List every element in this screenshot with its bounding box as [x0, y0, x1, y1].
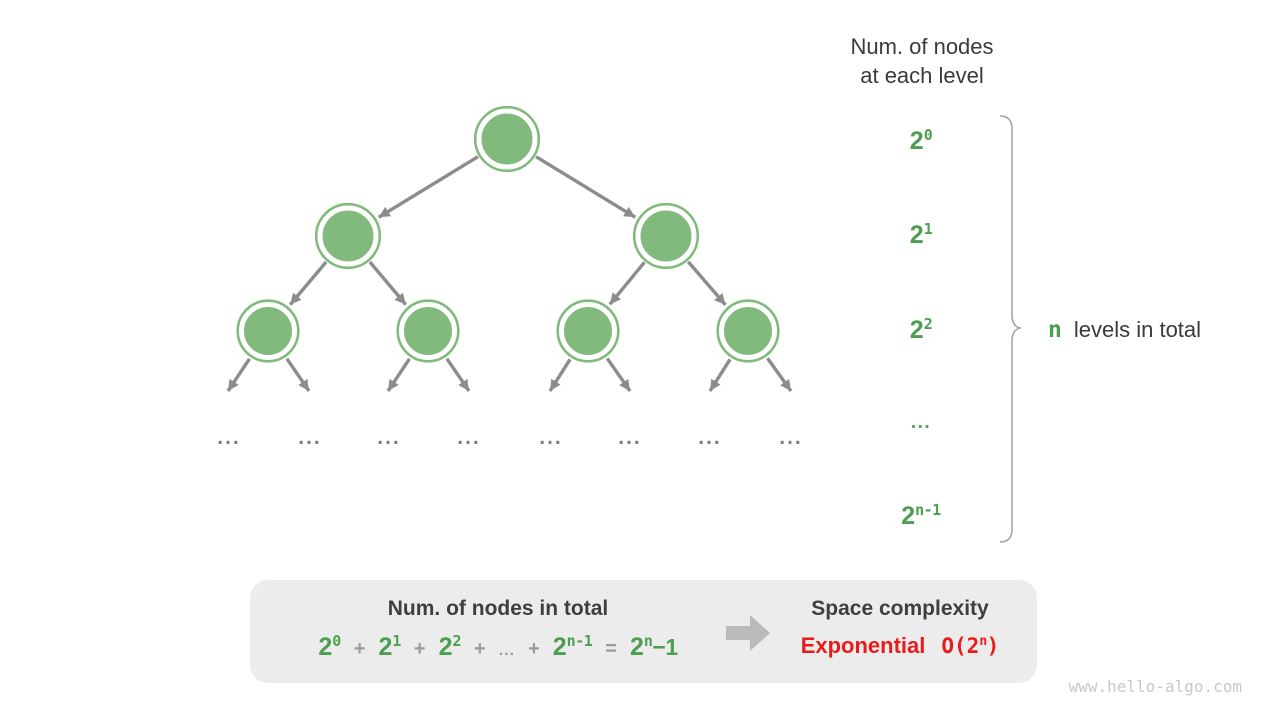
- total-nodes-title: Num. of nodes in total: [387, 597, 609, 620]
- tree-node: [314, 202, 382, 270]
- formula-operator: +: [474, 638, 486, 660]
- complexity-result: Exponential O(2n): [770, 633, 1030, 667]
- power-base: 2: [901, 502, 916, 530]
- tree-edge: [535, 155, 637, 219]
- power-exponent: n-1: [915, 501, 941, 519]
- brace-label: n levels in total: [1048, 313, 1201, 347]
- subtree-ellipsis: ...: [618, 426, 642, 449]
- power-exponent: 2: [923, 315, 933, 333]
- tree-edge: [708, 358, 732, 392]
- tree-node: [632, 202, 700, 270]
- power-base: 2: [378, 633, 393, 661]
- total-nodes-formula: 20+21+22+...+2n-1=2n−1: [267, 632, 729, 667]
- level-node-count-label: 22: [846, 313, 996, 347]
- ellipsis-label: ...: [910, 412, 932, 433]
- subtree-ellipsis: ...: [539, 426, 563, 449]
- n-symbol: n: [1048, 317, 1062, 343]
- tree-edge: [605, 357, 632, 392]
- level-node-count-label: 2n-1: [846, 499, 996, 533]
- curly-brace: [999, 115, 1022, 543]
- tree-edge: [285, 357, 311, 392]
- power-base: 2: [629, 633, 644, 661]
- formula-operator: +: [528, 638, 540, 660]
- watermark: www.hello-algo.com: [1068, 677, 1242, 696]
- big-o-notation: O(2n): [941, 634, 1000, 658]
- formula-operator: +: [413, 638, 426, 660]
- power-exponent: n: [643, 632, 653, 650]
- tree-node: [473, 105, 541, 173]
- power-base: 2: [909, 316, 924, 344]
- power-exponent: 2: [452, 632, 462, 650]
- tree-node: [236, 299, 300, 363]
- tree-edge: [548, 358, 572, 392]
- level-node-count-label: 20: [846, 124, 996, 158]
- formula-tail: −1: [652, 634, 678, 660]
- tree-edge: [386, 357, 411, 392]
- tree-edge: [445, 357, 471, 392]
- brace-label-text: levels in total: [1073, 317, 1202, 342]
- level-node-count-label: ...: [846, 406, 996, 440]
- formula-operator: +: [353, 638, 366, 660]
- formula-term: 2n−1: [629, 632, 678, 662]
- formula-operator: =: [605, 638, 617, 660]
- subtree-ellipsis: ...: [217, 426, 241, 449]
- power-exponent: n-1: [566, 632, 593, 650]
- level-node-count-label: 21: [846, 218, 996, 252]
- tree-edge: [608, 261, 646, 306]
- tree-edge: [686, 260, 727, 306]
- formula-term: 2n-1: [552, 632, 593, 662]
- power-base: 2: [909, 127, 924, 155]
- power-base: 2: [552, 633, 567, 661]
- tree-edge: [368, 260, 408, 306]
- power-exponent: 1: [923, 220, 933, 238]
- formula-term: 22: [438, 632, 462, 662]
- formula-ellipsis: ...: [498, 642, 516, 659]
- header-line-2: at each level: [860, 63, 984, 88]
- tree-node: [556, 299, 620, 363]
- subtree-ellipsis: ...: [779, 426, 803, 449]
- power-base: 2: [438, 633, 453, 661]
- tree-node: [396, 299, 460, 363]
- header-line-1: Num. of nodes: [850, 34, 994, 59]
- tree-edge: [288, 260, 328, 306]
- power-base: 2: [909, 221, 924, 249]
- subtree-ellipsis: ...: [298, 426, 322, 449]
- power-exponent: 1: [392, 632, 401, 650]
- summary-box: [250, 580, 1037, 683]
- formula-term: 21: [378, 632, 401, 662]
- power-base: 2: [318, 633, 333, 661]
- subtree-ellipsis: ...: [377, 426, 401, 449]
- tree-edge: [377, 155, 479, 219]
- subtree-ellipsis: ...: [698, 426, 722, 449]
- tree-edge: [226, 357, 251, 392]
- power-exponent: 0: [923, 126, 933, 144]
- tree-node: [716, 299, 780, 363]
- formula-term: 20: [318, 632, 341, 662]
- subtree-ellipsis: ...: [457, 426, 481, 449]
- complexity-name: Exponential: [800, 633, 926, 658]
- right-column-header: Num. of nodes at each level: [782, 32, 1062, 90]
- tree-edge: [766, 357, 793, 392]
- space-complexity-title: Space complexity: [811, 597, 989, 620]
- power-exponent: 0: [332, 632, 341, 650]
